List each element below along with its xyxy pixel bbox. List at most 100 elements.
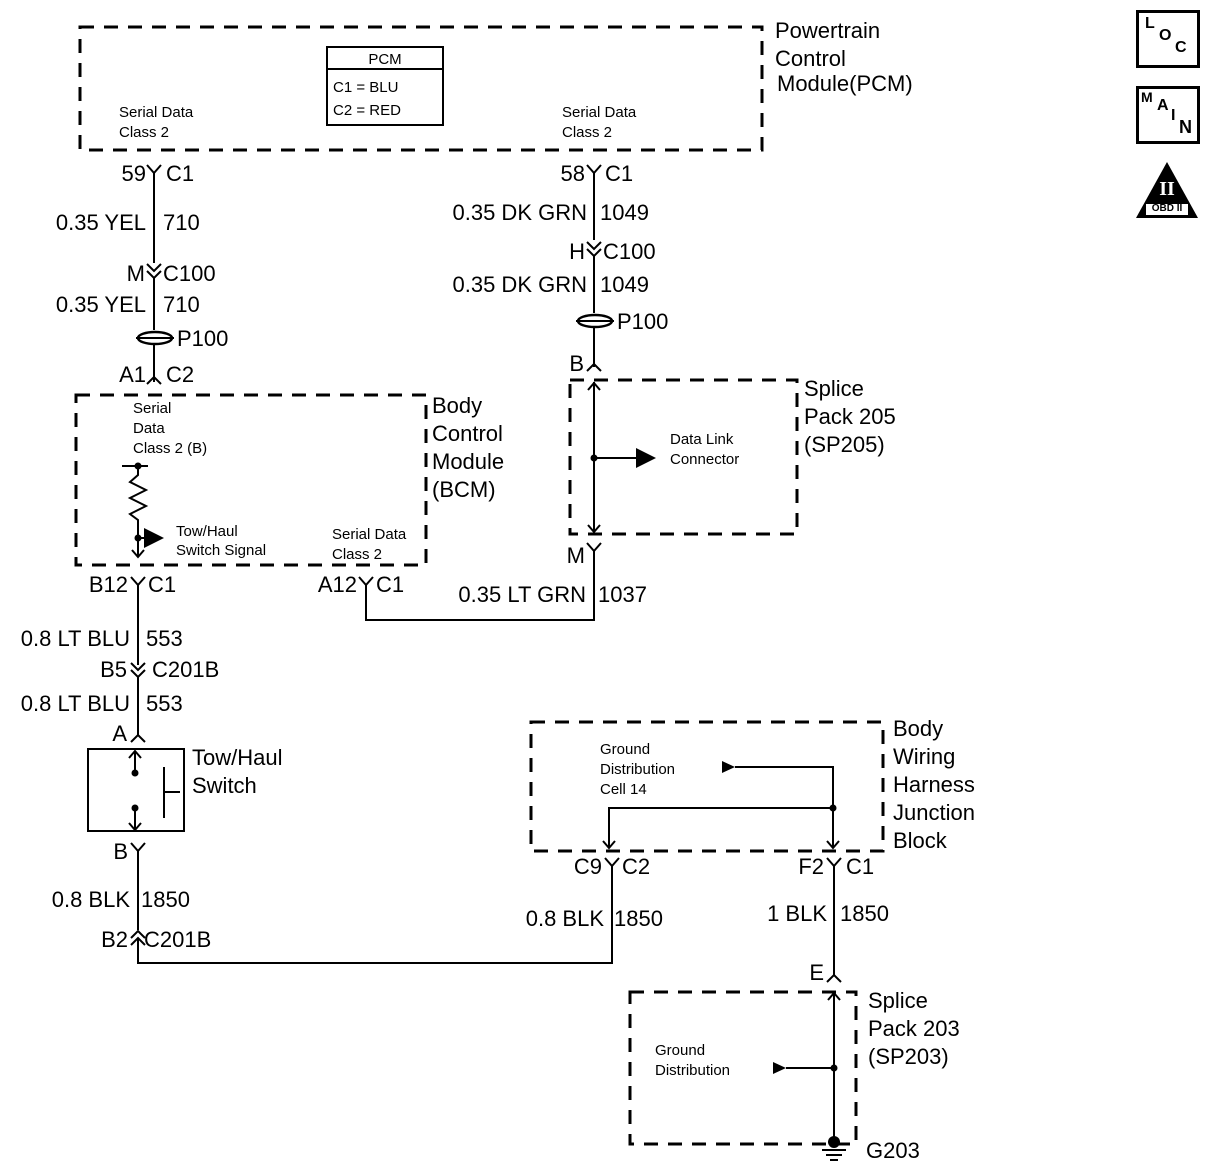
pin-label: H	[569, 239, 585, 264]
bcm-title-line: Body	[432, 393, 482, 418]
sp203-title-line: (SP203)	[868, 1044, 949, 1069]
pin-label: B	[569, 351, 584, 376]
ground-distribution-label: Distribution	[600, 761, 675, 778]
bcm-serial-label: Serial Data	[332, 526, 407, 543]
pcm-title: Powertrain Control Module(PCM)	[775, 18, 913, 96]
pin-label: M	[567, 543, 585, 568]
pcm-legend-c1: C1 = BLU	[333, 79, 398, 96]
sp205-title-line: Splice	[804, 376, 864, 401]
data-link-connector-label: Data Link	[670, 431, 734, 448]
wire-color-label: 0.35 DK GRN	[453, 272, 588, 297]
bcm-serial-label: Class 2	[332, 546, 382, 563]
junction-block-title-line: Block	[893, 828, 948, 853]
pin-label: B5	[100, 657, 127, 682]
obd-ii-triangle-icon	[1136, 162, 1198, 218]
wire-color-label: 0.8 LT BLU	[21, 691, 130, 716]
location-icon[interactable]: L O C	[1136, 10, 1200, 68]
bcm-title-line: Control	[432, 421, 503, 446]
inline-connector-icon	[146, 263, 162, 330]
wire-color-label: 0.8 BLK	[526, 906, 605, 931]
pcm-serial-data-left-label: Class 2	[119, 124, 169, 141]
connector-female-icon	[130, 576, 146, 665]
wire-circuit-label: 1850	[840, 901, 889, 926]
connector-female-icon	[146, 164, 162, 263]
wire-color-label: 0.35 YEL	[56, 210, 146, 235]
pcm-serial-data-right-label: Class 2	[562, 124, 612, 141]
connector-label: C100	[163, 261, 216, 286]
main-letter: I	[1171, 107, 1176, 124]
connector-female-icon	[586, 164, 602, 240]
connector-label: C1	[166, 161, 194, 186]
ground-distribution-label: Ground	[600, 741, 650, 758]
bcm-title-line: (BCM)	[432, 477, 496, 502]
pullup-resistor-icon	[122, 462, 164, 559]
pcm-title-line: Powertrain	[775, 18, 880, 43]
ground-wire	[130, 870, 613, 964]
pass-through-grommet-icon	[576, 313, 614, 329]
main-letter: M	[1141, 89, 1153, 105]
wire-circuit-label: 553	[146, 691, 183, 716]
sp203-box	[628, 990, 858, 1146]
junction-ground-bus	[602, 761, 840, 850]
connector-female-icon	[586, 542, 602, 560]
connector-label: C100	[603, 239, 656, 264]
pin-label: B12	[89, 572, 128, 597]
switch-title-line: Switch	[192, 773, 257, 798]
data-link-connector-label: Connector	[670, 451, 739, 468]
loc-letter: L	[1145, 15, 1155, 32]
pcm-serial-data-left-label: Serial Data	[119, 104, 194, 121]
connector-male-icon	[586, 327, 602, 372]
connector-label: C2	[166, 362, 194, 387]
sp203-splice	[773, 991, 841, 1140]
pass-through-label: P100	[617, 309, 668, 334]
pin-label: F2	[798, 854, 824, 879]
sp205-box	[568, 378, 799, 536]
connector-label: C1	[605, 161, 633, 186]
pcm-connector-legend: PCM C1 = BLU C2 = RED	[326, 46, 444, 126]
bcm-serial-b-label: Serial	[133, 400, 171, 417]
main-letter: A	[1157, 97, 1169, 114]
wire-circuit-label: 1850	[141, 887, 190, 912]
serial-data-wire	[358, 557, 595, 621]
pin-label: 59	[122, 161, 146, 186]
pin-label: 58	[561, 161, 585, 186]
pin-label: A1	[119, 362, 146, 387]
pass-through-grommet-icon	[136, 330, 174, 346]
pin-label: B	[113, 839, 128, 864]
junction-block-title-line: Wiring	[893, 744, 955, 769]
pcm-legend-c2: C2 = RED	[333, 102, 401, 119]
connector-female-icon	[604, 857, 620, 870]
pcm-title-line: Control	[775, 46, 846, 71]
towhaul-switch	[87, 748, 185, 832]
wire-color-label: 1 BLK	[767, 901, 827, 926]
main-icon[interactable]: M A I N	[1136, 86, 1200, 144]
connector-label: C1	[376, 572, 404, 597]
connector-female-icon	[826, 857, 842, 983]
obd-numeral: II	[1159, 178, 1175, 200]
wire-circuit-label: 1037	[598, 582, 647, 607]
junction-block-box	[529, 720, 885, 853]
pin-label: C9	[574, 854, 602, 879]
switch-title-line: Tow/Haul	[192, 745, 282, 770]
wire-color-label: 0.35 DK GRN	[453, 200, 588, 225]
connector-label: C201B	[144, 927, 211, 952]
left-chain: 59 C1 0.35 YEL 710 M C100 0.35 YEL 710 P…	[56, 161, 229, 387]
inline-connector-icon	[586, 241, 602, 313]
pin-label: E	[809, 960, 824, 985]
junction-block-title-line: Harness	[893, 772, 975, 797]
right-chain: 58 C1 0.35 DK GRN 1049 H C100 0.35 DK GR…	[453, 161, 669, 376]
pcm-title-line: Module(PCM)	[777, 71, 913, 96]
ground-id-label: G203	[866, 1138, 920, 1163]
obd-ii-icon[interactable]: II OBD II	[1134, 160, 1200, 220]
bcm-serial-b-label: Class 2 (B)	[133, 440, 207, 457]
sp203-title-line: Pack 203	[868, 1016, 960, 1041]
pcm-serial-data-right-label: Serial Data	[562, 104, 637, 121]
wire-color-label: 0.35 LT GRN	[458, 582, 586, 607]
wire-color-label: 0.8 BLK	[52, 887, 131, 912]
bcm-module-box	[74, 393, 428, 567]
pcm-legend-title: PCM	[368, 51, 401, 68]
connector-label: C1	[846, 854, 874, 879]
connector-label: C2	[622, 854, 650, 879]
junction-block-title-line: Junction	[893, 800, 975, 825]
wire-circuit-label: 710	[163, 292, 200, 317]
